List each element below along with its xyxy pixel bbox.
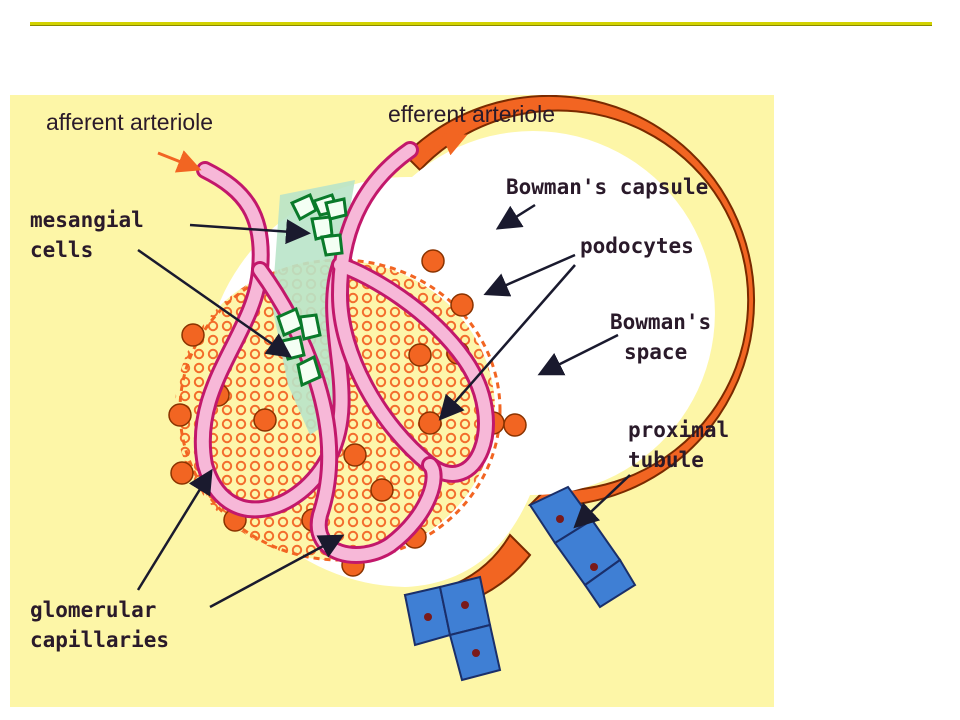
pointer-arrow-icon [209, 534, 345, 609]
glomerulus-diagram [136, 95, 755, 682]
label-proximal-tubule-line-2: tubule [628, 448, 704, 472]
label-afferent-arteriole: afferent arteriole [46, 109, 214, 135]
label-bowmans-space: Bowman's space [610, 307, 711, 367]
label-mesangial-cells-line-1: mesangial [30, 208, 144, 232]
label-bowmans-space-line-1: Bowman's [610, 310, 712, 334]
label-mesangial-cells: mesangial cells [30, 205, 144, 265]
pointer-arrow-icon [189, 219, 311, 245]
label-podocytes: podocytes [580, 234, 694, 258]
pointer-arrow-icon [438, 264, 576, 421]
label-glomerular-capillaries-line-1: glomerular [30, 598, 157, 622]
label-mesangial-cells-line-2: cells [30, 238, 94, 262]
pointer-arrow-icon [137, 248, 293, 358]
label-proximal-tubule-line-1: proximal [628, 418, 730, 442]
label-proximal-tubule: proximal tubule [628, 415, 729, 475]
mesangial-cells [276, 192, 348, 388]
pointer-arrows [136, 203, 631, 609]
proximal-tubule-cells [403, 485, 637, 682]
title-rule [30, 22, 932, 25]
pointer-arrow-icon [537, 333, 619, 376]
label-bowmans-space-line-2: space [624, 340, 688, 364]
label-bowmans-capsule: Bowman's capsule [506, 175, 709, 199]
label-glomerular-capillaries-line-2: capillaries [30, 628, 170, 652]
flow-arrow-icon [157, 150, 202, 173]
pointer-arrow-icon [495, 203, 536, 230]
label-efferent-arteriole: efferent arteriole [388, 101, 556, 127]
glomerulus-diagram-panel: afferent arteriole efferent arteriole Bo… [10, 95, 774, 707]
pointer-arrow-icon [573, 474, 631, 529]
title-rule-shadow [30, 25, 932, 26]
label-glomerular-capillaries: glomerular capillaries [30, 595, 169, 655]
pointer-arrow-icon [483, 253, 576, 297]
pointer-arrow-icon [136, 468, 213, 591]
flow-arrow-icon [425, 133, 468, 156]
